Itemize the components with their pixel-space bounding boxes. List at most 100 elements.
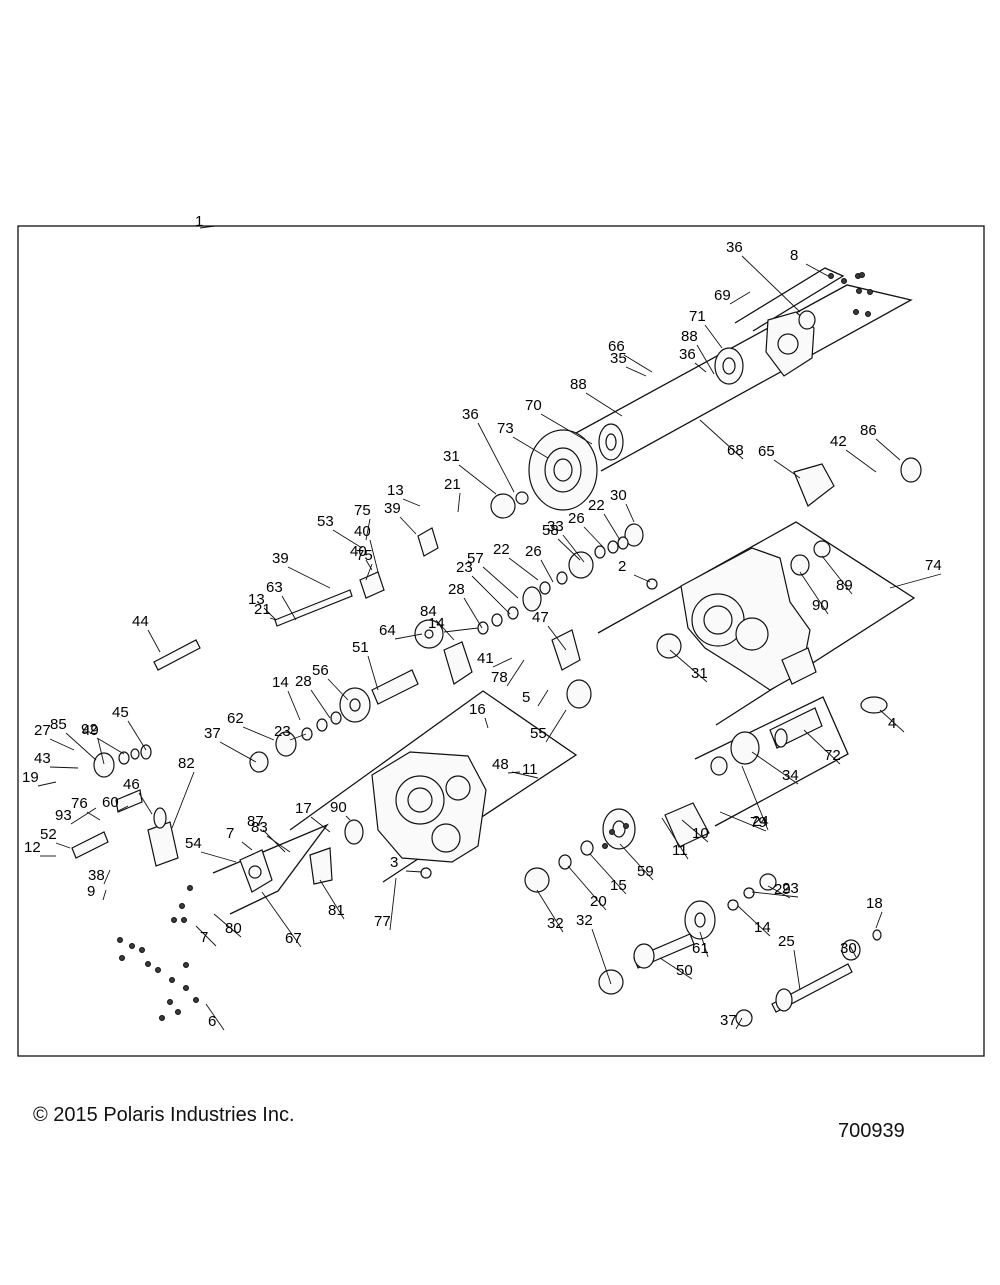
rear-housing-74 xyxy=(680,547,817,691)
callout-31: 31 xyxy=(443,448,497,495)
callout-67: 67 xyxy=(261,891,302,948)
callout-number: 55 xyxy=(530,725,547,742)
cover-69 xyxy=(765,311,815,377)
callout-number: 20 xyxy=(590,893,607,910)
gasket-79 xyxy=(664,802,710,848)
callout-number: 21 xyxy=(254,601,271,618)
callout-leader xyxy=(435,619,455,641)
callout-66: 66 xyxy=(608,338,653,373)
callout-18: 18 xyxy=(866,895,883,929)
callout-number: 75 xyxy=(354,502,371,519)
callout-number: 13 xyxy=(387,482,404,499)
subassembly-box-67 xyxy=(212,823,329,915)
callout-65: 65 xyxy=(758,443,801,479)
washer-14-upper xyxy=(491,613,503,627)
callout-labels: 1234567789101111121313141414151617181920… xyxy=(22,213,942,1031)
seal-90-left xyxy=(344,819,364,845)
callout-leader xyxy=(589,853,627,895)
callout-leader xyxy=(537,689,549,707)
callout-number: 16 xyxy=(469,701,486,718)
callout-leader xyxy=(310,689,331,719)
callout-number: 32 xyxy=(547,915,564,932)
callout-leader xyxy=(213,913,242,938)
callout-leader xyxy=(669,649,708,683)
callout-number: 43 xyxy=(34,750,51,767)
callout-leader xyxy=(147,629,161,653)
callout-number: 36 xyxy=(679,346,696,363)
shaft-25-gear xyxy=(775,988,793,1012)
callout-leader xyxy=(365,563,373,581)
callout-leader xyxy=(694,362,707,373)
callout-12: 12 xyxy=(24,839,56,857)
callout-93: 93 xyxy=(55,807,97,825)
callout-number: 88 xyxy=(681,328,698,345)
callout-77: 77 xyxy=(374,877,397,931)
callout-49: 49 xyxy=(82,722,105,765)
callout-leader xyxy=(86,811,101,821)
callout-22: 22 xyxy=(493,541,539,581)
callout-number: 39 xyxy=(384,500,401,517)
callout-number: 85 xyxy=(50,716,67,733)
callout-61: 61 xyxy=(692,931,709,958)
callout-leader xyxy=(200,851,237,863)
callout-number: 28 xyxy=(448,581,465,598)
callout-leader xyxy=(699,419,744,460)
callout-30: 30 xyxy=(840,940,857,958)
callout-number: 40 xyxy=(350,543,367,560)
callout-70: 70 xyxy=(525,397,593,445)
callout-88: 88 xyxy=(570,376,623,417)
callout-9: 9 xyxy=(87,883,107,901)
callout-number: 8 xyxy=(790,247,798,264)
callout-84: 84 xyxy=(420,603,455,641)
callout-leader xyxy=(661,817,689,860)
callout-33: 33 xyxy=(547,518,585,563)
callout-75: 75 xyxy=(356,547,373,581)
callout-number: 23 xyxy=(456,559,473,576)
callout-leader xyxy=(269,617,277,621)
callout-21: 21 xyxy=(254,601,277,621)
washer-26-upper xyxy=(607,540,619,554)
callout-leader xyxy=(463,597,483,629)
callout-leader xyxy=(266,835,291,853)
callout-number: 63 xyxy=(266,579,283,596)
callout-number: 75 xyxy=(356,547,373,564)
gear-85 xyxy=(93,752,115,778)
callout-number: 67 xyxy=(285,930,302,947)
callout-22: 22 xyxy=(588,497,621,541)
callout-43: 43 xyxy=(34,750,79,769)
callout-leader xyxy=(484,717,489,729)
washer-26-lower xyxy=(556,571,568,585)
callout-leader xyxy=(345,815,351,821)
callout-leader xyxy=(699,931,709,958)
callout-leader xyxy=(281,595,297,621)
shift-rod-63 xyxy=(274,589,353,627)
callout-number: 57 xyxy=(467,550,484,567)
callout-leader xyxy=(263,607,277,621)
callout-number: 87 xyxy=(247,813,264,830)
callout-leader xyxy=(511,771,539,779)
callout-87: 87 xyxy=(247,813,286,853)
callout-number: 44 xyxy=(132,613,149,630)
callout-40: 40 xyxy=(350,543,373,571)
subassembly-box-72 xyxy=(694,696,849,827)
callout-number: 41 xyxy=(477,650,494,667)
callout-23: 23 xyxy=(274,723,307,741)
callout-1: 1 xyxy=(195,213,203,230)
callout-number: 28 xyxy=(295,673,312,690)
callout-number: 14 xyxy=(428,615,445,632)
bearing-89 xyxy=(813,540,831,558)
callout-number: 12 xyxy=(24,839,41,856)
callout-leader xyxy=(482,566,519,599)
callout-64: 64 xyxy=(379,622,423,640)
callout-88: 88 xyxy=(681,328,715,375)
callout-number: 22 xyxy=(588,497,605,514)
callout-leader xyxy=(512,436,549,459)
callout-number: 25 xyxy=(778,933,795,950)
callout-55: 55 xyxy=(530,709,567,743)
callout-number: 70 xyxy=(525,397,542,414)
callout-leader xyxy=(219,741,257,763)
callout-28: 28 xyxy=(295,673,331,719)
assembly-leader xyxy=(199,225,216,229)
callout-19: 19 xyxy=(22,769,57,787)
gear-56-hub xyxy=(349,698,361,712)
